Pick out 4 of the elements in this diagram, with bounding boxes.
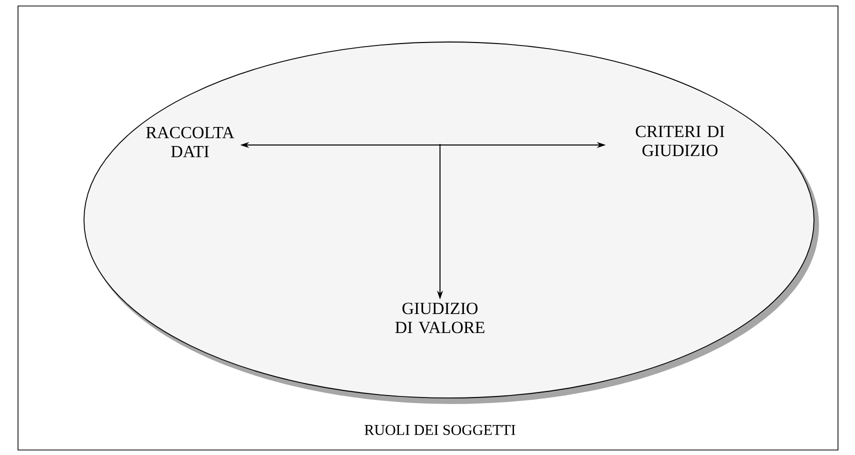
role-label: GIUDIZIO DI VALORE — [395, 302, 484, 334]
node-label: RUOLI DEI SOGGETTI — [364, 424, 516, 436]
role-label: CRITERI DI GIUDIZIO — [636, 126, 724, 156]
role-label: RACCOLTA DATI — [146, 126, 234, 158]
